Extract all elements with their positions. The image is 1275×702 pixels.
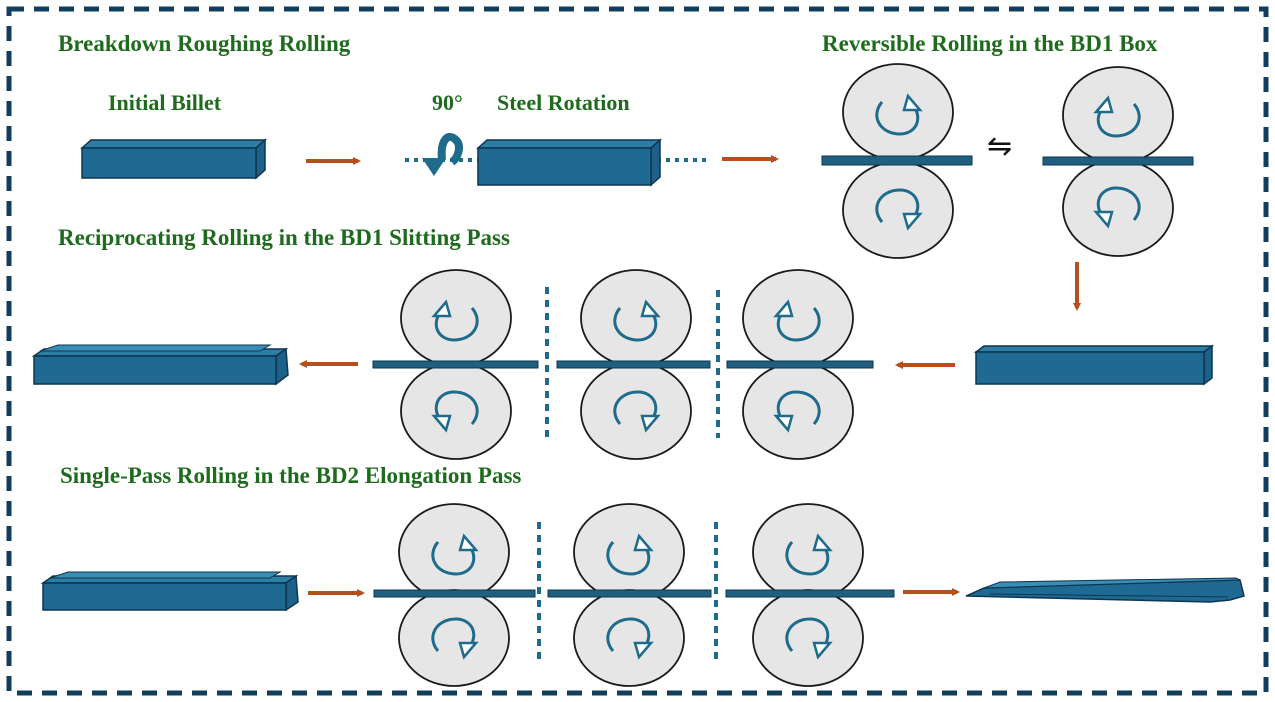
- elongation-stand-2: [547, 503, 712, 687]
- initial-billet-label: Initial Billet: [108, 90, 222, 115]
- section-title-single-pass: Single-Pass Rolling in the BD2 Elongatio…: [60, 463, 521, 488]
- initial-billet: [80, 138, 267, 180]
- slit-bar-row2: [31, 344, 289, 386]
- section-title-reciprocating: Reciprocating Rolling in the BD1 Slittin…: [58, 225, 510, 250]
- outer-frame: [6, 6, 1269, 696]
- rotated-billet: [476, 138, 662, 187]
- bd1-box-stand-right: [1042, 66, 1194, 257]
- slitting-stand-1: [372, 269, 539, 460]
- elongation-stand-3: [725, 503, 895, 687]
- bd1-box-stand-left: [821, 63, 973, 259]
- slitting-stand-2: [556, 269, 711, 460]
- reversible-symbol: ⇋: [987, 129, 1012, 164]
- slitting-stand-3: [726, 269, 874, 460]
- rotation-angle-label: 90°: [432, 90, 463, 115]
- steel-rotation-label: Steel Rotation: [497, 90, 630, 115]
- section-title-breakdown: Breakdown Roughing Rolling: [58, 31, 351, 56]
- bd1-output-bar: [973, 344, 1215, 386]
- curved-rotation-icon: [422, 133, 463, 176]
- section-title-reversible: Reversible Rolling in the BD1 Box: [822, 31, 1158, 56]
- output-bar-row3: [965, 577, 1245, 603]
- elongation-stand-1: [373, 503, 536, 687]
- input-bar-row3: [40, 571, 299, 612]
